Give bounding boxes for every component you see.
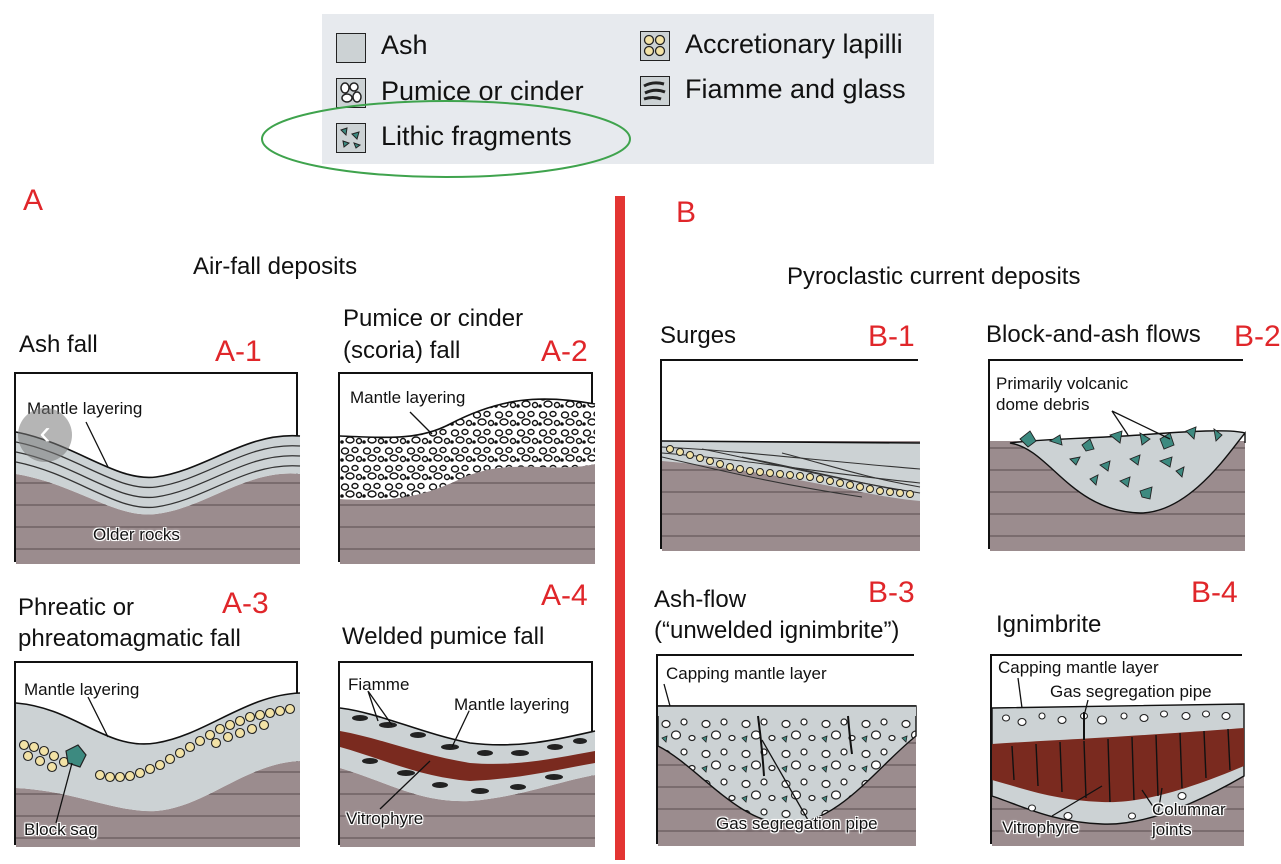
section-letter-a: A — [23, 184, 44, 217]
label-debris-line2: dome debris — [996, 395, 1090, 414]
legend-label-ash: Ash — [381, 30, 428, 60]
label-fiamme: Fiamme — [348, 675, 410, 694]
panel-b3-title-line2: (“unwelded ignimbrite”) — [654, 617, 900, 644]
panel-a1-id: A-1 — [215, 335, 262, 368]
label-debris-line1: Primarily volcanic — [996, 374, 1129, 393]
panel-a2-id: A-2 — [541, 335, 588, 368]
panel-b2-id: B-2 — [1234, 320, 1281, 353]
panel-a1-title: Ash fall — [19, 331, 98, 358]
carousel-prev-button[interactable]: ‹ — [18, 408, 72, 462]
section-title-pyroclastic: Pyroclastic current deposits — [787, 263, 1081, 290]
label-gas-segregation-pipe: Gas segregation pipe — [716, 814, 878, 833]
label-capping-mantle-layer: Capping mantle layer — [998, 658, 1159, 677]
panel-b3-title-line1: Ash-flow — [654, 586, 747, 613]
section-letter-b: B — [676, 196, 697, 229]
panel-b4-title: Ignimbrite — [996, 611, 1102, 638]
legend-panel — [322, 14, 934, 164]
label-mantle-layering: Mantle layering — [24, 680, 140, 699]
label-gas-segregation-pipe: Gas segregation pipe — [1050, 682, 1212, 701]
legend-label-lapilli: Accretionary lapilli — [685, 29, 903, 59]
section-divider — [615, 196, 625, 860]
label-vitrophyre: Vitrophyre — [1002, 818, 1080, 837]
legend-label-lithic: Lithic fragments — [381, 121, 572, 151]
label-mantle-layering: Mantle layering — [350, 388, 466, 408]
label-vitrophyre: Vitrophyre — [346, 809, 424, 828]
pumice-swatch-icon — [336, 78, 366, 108]
lapilli-swatch-icon — [640, 31, 670, 61]
panel-b2-title: Block-and-ash flows — [986, 321, 1201, 348]
ash-swatch-icon — [336, 33, 366, 63]
panel-b3-diagram: Capping mantle layer Gas segregation pip… — [656, 654, 917, 846]
panel-a4-id: A-4 — [541, 579, 588, 612]
panel-b4-diagram: Capping mantle layer Gas segregation pip… — [990, 654, 1245, 846]
panel-b3-id: B-3 — [868, 576, 915, 609]
label-block-sag: Block sag — [24, 820, 98, 839]
panel-a3-diagram: Mantle layering Block sag — [14, 661, 301, 847]
label-mantle-layering: Mantle layering — [454, 695, 570, 714]
section-title-air-fall: Air-fall deposits — [193, 253, 358, 280]
panel-a1-diagram: Mantle layering Older rocks — [14, 372, 301, 564]
panel-b1-diagram — [660, 359, 921, 551]
panel-a3-title-line2: phreatomagmatic fall — [18, 625, 241, 652]
chevron-left-icon: ‹ — [39, 414, 51, 452]
panel-a2-title-line2: (scoria) fall — [343, 337, 461, 364]
label-columnar-joints-line2: joints — [1152, 820, 1192, 839]
panel-b1-id: B-1 — [868, 320, 915, 353]
legend-label-fiamme: Fiamme and glass — [685, 74, 906, 104]
panel-a3-title-line1: Phreatic or — [18, 594, 135, 621]
panel-a2-title-line1: Pumice or cinder — [343, 305, 524, 332]
panel-b4-id: B-4 — [1191, 576, 1238, 609]
panel-a4-title: Welded pumice fall — [342, 623, 545, 650]
lithic-swatch-icon — [336, 123, 366, 153]
label-capping-mantle-layer: Capping mantle layer — [666, 664, 827, 683]
panel-a3-id: A-3 — [222, 587, 269, 620]
label-columnar-joints-line1: Columnar — [1152, 800, 1226, 819]
highlight-ellipse — [261, 100, 631, 178]
label-older-rocks: Older rocks — [93, 525, 180, 544]
fiamme-swatch-icon — [640, 76, 670, 106]
panel-a4-diagram: Fiamme Mantle layering Vitrophyre — [338, 661, 596, 847]
panel-b2-diagram: Primarily volcanic dome debris — [988, 359, 1246, 551]
panel-b1-title: Surges — [660, 322, 737, 349]
panel-a2-diagram: Mantle layering — [338, 372, 596, 564]
